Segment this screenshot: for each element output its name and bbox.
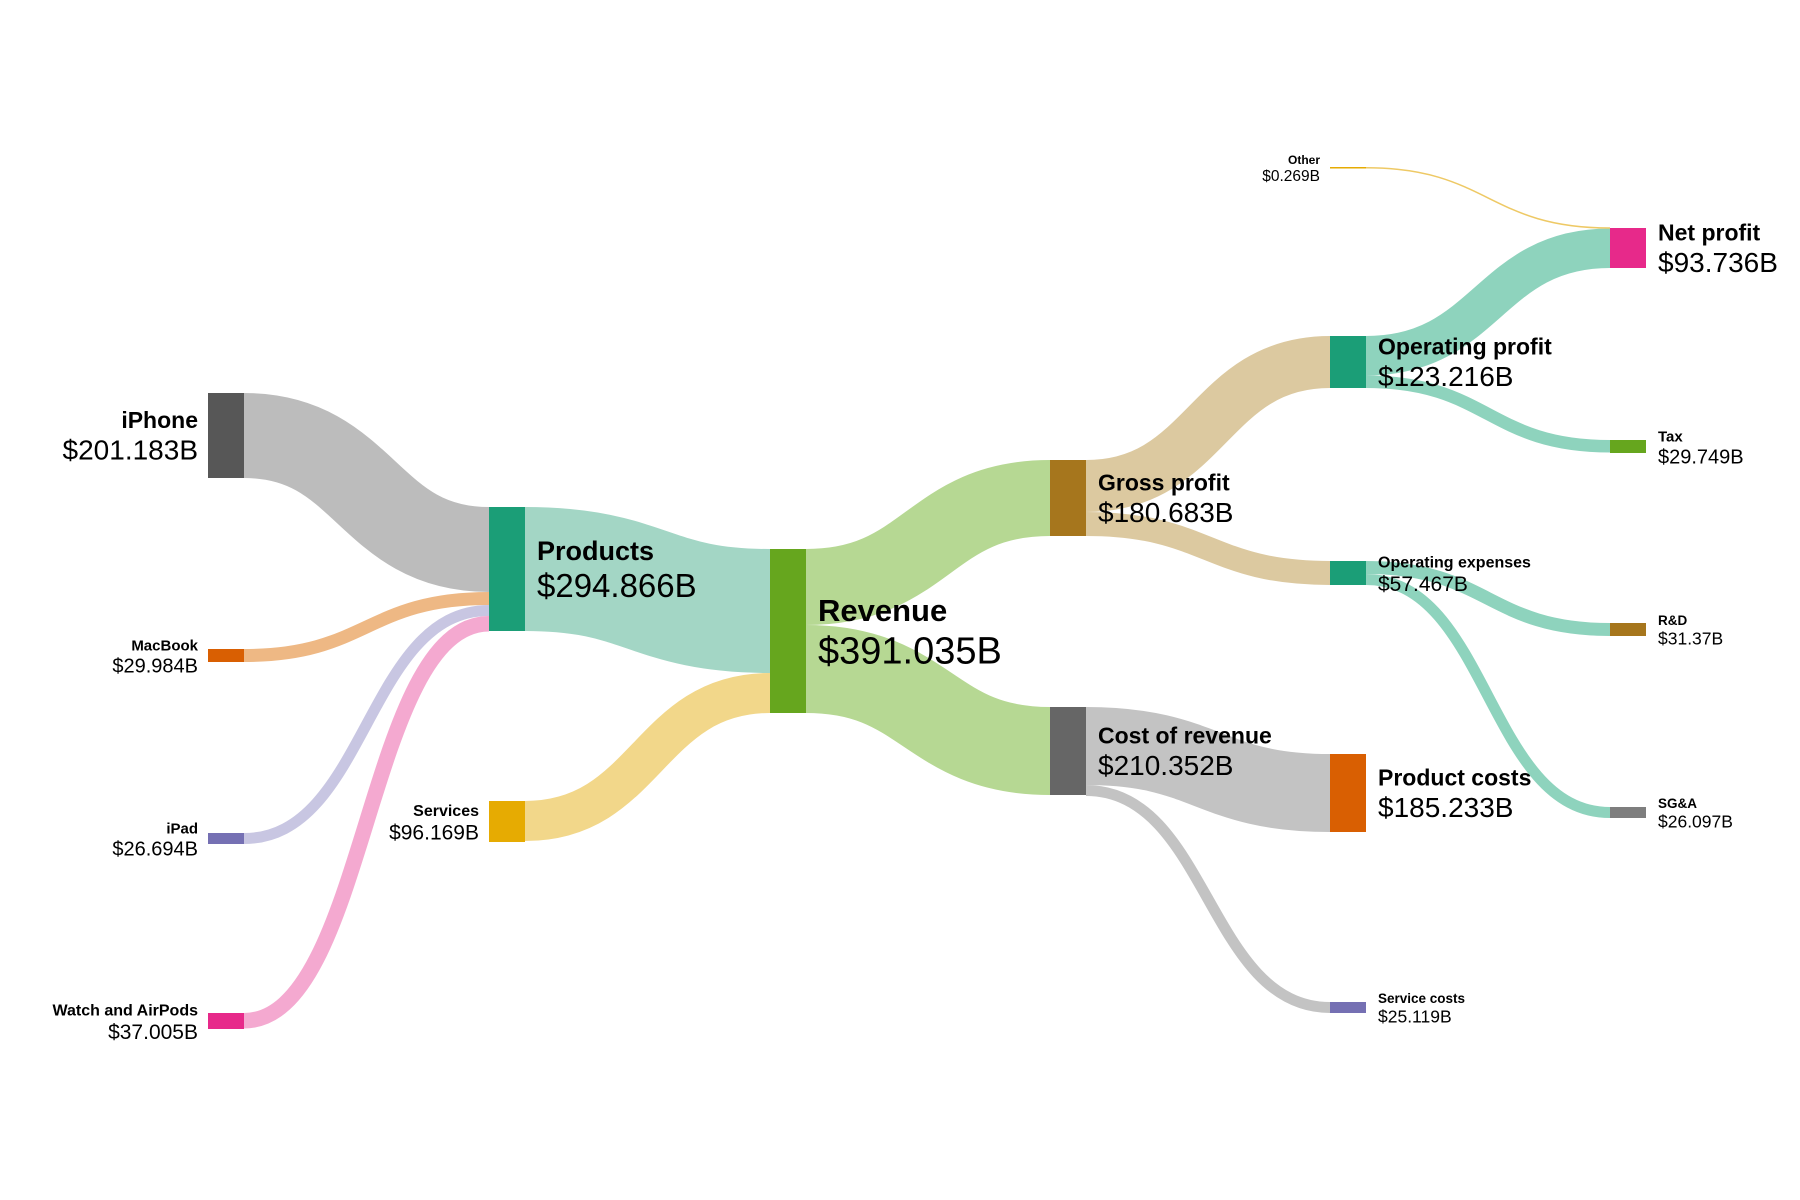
node-value-cost_of_revenue: $210.352B — [1098, 750, 1233, 781]
node-value-watch: $37.005B — [108, 1021, 198, 1044]
node-label-revenue: Revenue — [818, 593, 947, 628]
flow-revenue-cost_of_revenue — [804, 625, 1052, 795]
node-operating_profit — [1330, 336, 1366, 388]
node-label-operating_expenses: Operating expenses — [1378, 555, 1531, 572]
node-label-tax: Tax — [1658, 429, 1683, 446]
flow-ipad-products — [243, 605, 490, 844]
flow-macbook-products — [243, 592, 490, 662]
node-label-macbook: MacBook — [131, 638, 198, 655]
node-value-sga: $26.097B — [1658, 811, 1733, 831]
flow-operating_expenses-sga — [1365, 574, 1611, 818]
flow-cost_of_revenue-product_costs — [1085, 707, 1331, 832]
node-value-operating_profit: $123.216B — [1378, 361, 1513, 392]
node-label-net_profit: Net profit — [1658, 219, 1761, 245]
node-value-gross_profit: $180.683B — [1098, 497, 1233, 528]
node-macbook — [208, 649, 244, 662]
node-rnd — [1610, 623, 1646, 636]
flow-revenue-gross_profit — [804, 460, 1052, 625]
node-service_costs — [1330, 1002, 1366, 1013]
node-label-watch: Watch and AirPods — [53, 1003, 199, 1020]
node-products — [489, 507, 525, 631]
flow-operating_profit-net_profit — [1365, 228, 1611, 376]
node-sga — [1610, 807, 1646, 818]
node-ipad — [208, 833, 244, 844]
node-value-rnd: $31.37B — [1658, 628, 1723, 648]
node-label-iphone: iPhone — [121, 407, 198, 433]
node-value-products: $294.866B — [537, 567, 697, 604]
flow-gross_profit-operating_profit — [1084, 336, 1332, 512]
node-label-service_costs: Service costs — [1378, 991, 1465, 1006]
node-operating_expenses — [1330, 561, 1366, 585]
node-services — [489, 801, 525, 842]
flow-products-revenue — [524, 507, 771, 673]
node-label-product_costs: Product costs — [1378, 764, 1531, 790]
flow-watch-products — [243, 616, 490, 1029]
node-net_profit — [1610, 228, 1646, 268]
node-other — [1330, 167, 1366, 169]
node-value-macbook: $29.984B — [112, 656, 198, 678]
node-value-other: $0.269B — [1262, 168, 1320, 185]
node-iphone — [208, 393, 244, 478]
node-value-service_costs: $25.119B — [1378, 1006, 1452, 1026]
node-value-iphone: $201.183B — [63, 434, 198, 465]
node-product_costs — [1330, 754, 1366, 832]
flow-other-net_profit — [1365, 167, 1611, 229]
node-value-services: $96.169B — [389, 821, 479, 844]
flow-iphone-products — [242, 393, 491, 592]
flow-operating_profit-tax — [1365, 375, 1611, 453]
flow-services-revenue — [524, 673, 771, 841]
node-label-sga: SG&A — [1658, 796, 1697, 811]
node-value-operating_expenses: $57.467B — [1378, 573, 1468, 596]
node-label-products: Products — [537, 536, 654, 566]
node-label-rnd: R&D — [1658, 613, 1687, 628]
node-value-tax: $29.749B — [1658, 447, 1744, 469]
node-label-gross_profit: Gross profit — [1098, 469, 1230, 495]
node-value-revenue: $391.035B — [818, 630, 1002, 672]
node-value-net_profit: $93.736B — [1658, 247, 1778, 278]
node-watch — [208, 1013, 244, 1029]
node-tax — [1610, 440, 1646, 453]
node-value-ipad: $26.694B — [112, 839, 198, 861]
node-revenue — [770, 549, 806, 713]
node-label-ipad: iPad — [166, 821, 198, 838]
node-label-other: Other — [1288, 153, 1320, 167]
flow-gross_profit-operating_expenses — [1085, 512, 1331, 585]
node-label-services: Services — [413, 803, 479, 820]
node-cost_of_revenue — [1050, 707, 1086, 795]
node-label-cost_of_revenue: Cost of revenue — [1098, 722, 1272, 748]
node-gross_profit — [1050, 460, 1086, 536]
node-label-operating_profit: Operating profit — [1378, 333, 1552, 359]
flow-operating_expenses-rnd — [1365, 561, 1611, 636]
flow-cost_of_revenue-service_costs — [1085, 785, 1331, 1013]
node-value-product_costs: $185.233B — [1378, 792, 1513, 823]
